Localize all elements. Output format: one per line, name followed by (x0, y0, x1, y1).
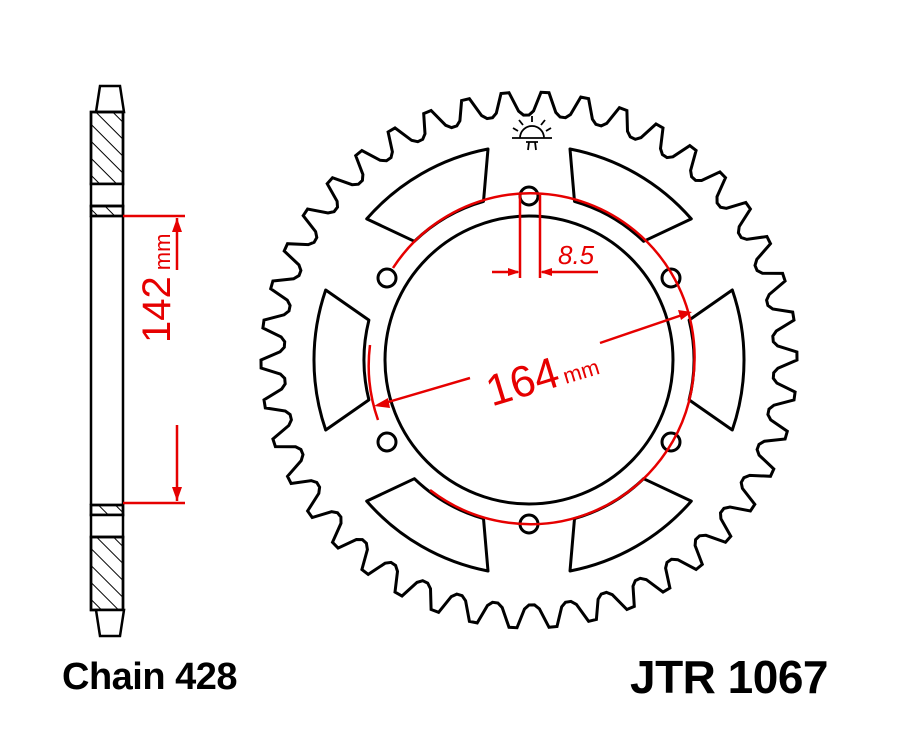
bolt-hole (376, 267, 398, 289)
bore-dimension (123, 214, 185, 505)
side-view (89, 84, 126, 638)
bolt-hole-dimension (492, 195, 598, 278)
bolt-hole-value: 8.5 (558, 240, 595, 270)
sun-logo-icon (512, 116, 552, 151)
chain-size-label: Chain 428 (62, 656, 238, 698)
bolt-hole (518, 185, 540, 207)
pcd-value: 164mm (480, 336, 603, 416)
lightening-slot (312, 288, 371, 432)
bore-value: 142mm (135, 234, 179, 343)
center-bore-circle (383, 214, 675, 506)
lightening-slot (687, 288, 746, 432)
bolt-hole (376, 431, 398, 453)
lightening-slot (568, 147, 693, 243)
part-number-label: JTR 1067 (630, 651, 829, 703)
pcd-dimension (374, 310, 692, 408)
bolt-hole (660, 267, 682, 289)
sprocket-teeth-outline (259, 90, 799, 630)
bolt-hole (660, 431, 682, 453)
